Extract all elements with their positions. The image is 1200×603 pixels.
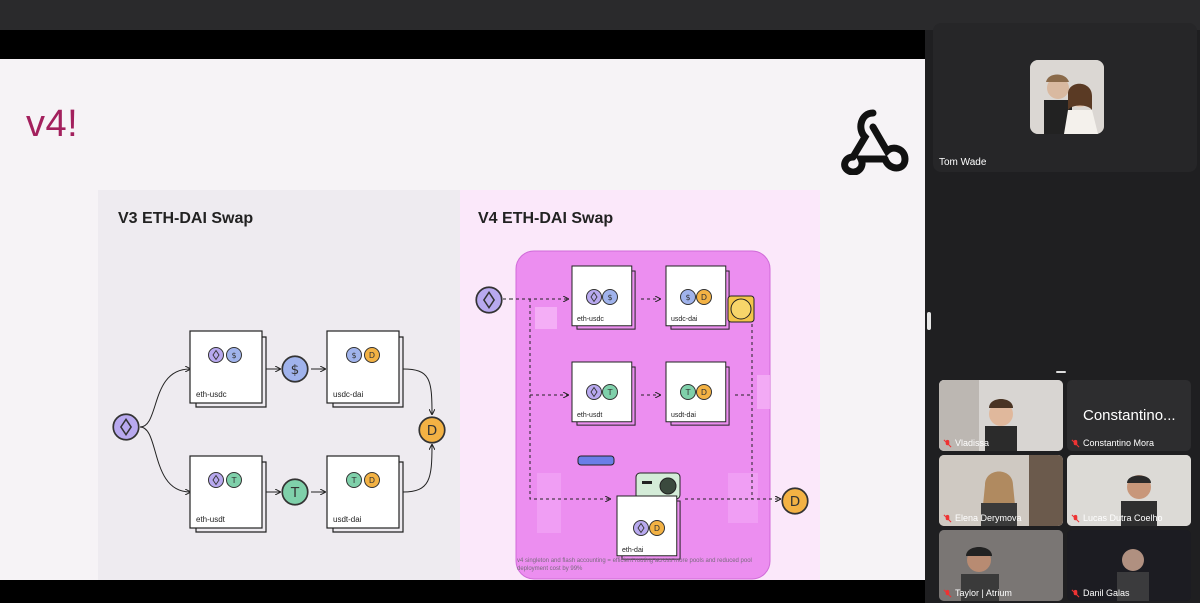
- v4-pool-usdc-dai: usdc-dai: [665, 265, 730, 330]
- pool-label: usdc-dai: [333, 390, 363, 399]
- participant-name: Vladissa: [955, 438, 990, 448]
- shared-screen: v4! V3 ETH-DAI Swap V4 ETH-DAI Swap: [0, 30, 925, 603]
- participant-tile[interactable]: Danil Galas: [1067, 530, 1191, 601]
- v4-panel-title: V4 ETH-DAI Swap: [478, 210, 614, 227]
- video-feed: [939, 530, 1063, 601]
- swap-diagram: $ T D: [112, 250, 809, 580]
- v3-pool-usdc-dai: usdc-dai: [326, 330, 404, 408]
- v4-caption: v4 singleton and flash accounting = effi…: [517, 558, 752, 572]
- pool-label: eth-usdc: [577, 316, 604, 323]
- v3-eth-node: [112, 413, 140, 441]
- v3-flows: [139, 369, 432, 492]
- v3-panel-title: V3 ETH-DAI Swap: [118, 210, 254, 227]
- v3-usdc-node: [281, 355, 309, 383]
- muted-mic-icon: [1071, 589, 1080, 597]
- avatar: [1030, 60, 1104, 134]
- v4-hook-coin-icon: [727, 295, 755, 323]
- participant-name: Lucas Dutra Coelho: [1083, 513, 1163, 523]
- muted-mic-icon: [943, 439, 952, 447]
- grid-drag-handle[interactable]: [1056, 371, 1066, 373]
- v4-eth-node: [475, 286, 503, 314]
- video-feed: [1067, 530, 1191, 601]
- v3-usdt-node: [281, 478, 309, 506]
- video-feed: [1067, 455, 1191, 526]
- v4-flows: [503, 299, 780, 499]
- uniswap-hooks-logo-icon: [841, 109, 909, 175]
- participant-name: Taylor | Atrium: [955, 588, 1012, 598]
- pool-label: eth-usdt: [196, 515, 226, 524]
- participant-name: Constantino Mora: [1083, 438, 1155, 448]
- slide-title: v4!: [26, 103, 79, 145]
- muted-mic-icon: [943, 514, 952, 522]
- v4-pool-eth-dai: eth-dai: [616, 495, 681, 560]
- v4-hook-bar: [577, 455, 615, 466]
- v3-pool-eth-usdt: eth-usdt: [189, 455, 267, 533]
- video-feed: [939, 380, 1063, 451]
- muted-mic-icon: [1071, 514, 1080, 522]
- participant-tile[interactable]: Taylor | Atrium: [939, 530, 1063, 601]
- pool-label: usdt-dai: [671, 412, 696, 419]
- muted-mic-icon: [943, 589, 952, 597]
- v3-panel: V3 ETH-DAI Swap: [98, 190, 460, 580]
- v4-dai-node: [781, 487, 809, 515]
- participant-name: Elena Derymova: [955, 513, 1022, 523]
- participant-tile[interactable]: Vladissa: [939, 380, 1063, 451]
- presentation-slide: v4! V3 ETH-DAI Swap V4 ETH-DAI Swap: [0, 59, 925, 580]
- participant-tile[interactable]: Lucas Dutra Coelho: [1067, 455, 1191, 526]
- participant-display-name: Constantino...: [1083, 407, 1176, 424]
- participant-name: Tom Wade: [939, 157, 987, 168]
- v4-singleton-box: [515, 250, 771, 580]
- v4-hook-camera-icon: [635, 472, 681, 500]
- participant-tile[interactable]: Elena Derymova: [939, 455, 1063, 526]
- pool-label: eth-dai: [622, 547, 644, 554]
- pool-label: eth-usdt: [577, 412, 602, 419]
- participant-tile[interactable]: Constantino... Constantino Mora: [1067, 380, 1191, 451]
- participant-tile-main[interactable]: Tom Wade: [933, 23, 1197, 172]
- v4-pool-usdt-dai: usdt-dai: [665, 361, 730, 426]
- v4-pool-eth-usdt: eth-usdt: [571, 361, 636, 426]
- pool-label: usdt-dai: [333, 515, 362, 524]
- panel-resize-handle[interactable]: [927, 312, 931, 330]
- v3-dai-node: [418, 416, 446, 444]
- pool-label: eth-usdc: [196, 390, 227, 399]
- pool-label: usdc-dai: [671, 316, 698, 323]
- video-feed: [939, 455, 1063, 526]
- participant-name: Danil Galas: [1083, 588, 1130, 598]
- muted-mic-icon: [1071, 439, 1080, 447]
- v3-pool-usdt-dai: usdt-dai: [326, 455, 404, 533]
- participant-grid: Vladissa Constantino... Constantino Mora…: [939, 380, 1191, 603]
- v3-pool-eth-usdc: eth-usdc: [189, 330, 267, 408]
- v4-pool-eth-usdc: eth-usdc: [571, 265, 636, 330]
- share-bottom-bar: [0, 580, 925, 603]
